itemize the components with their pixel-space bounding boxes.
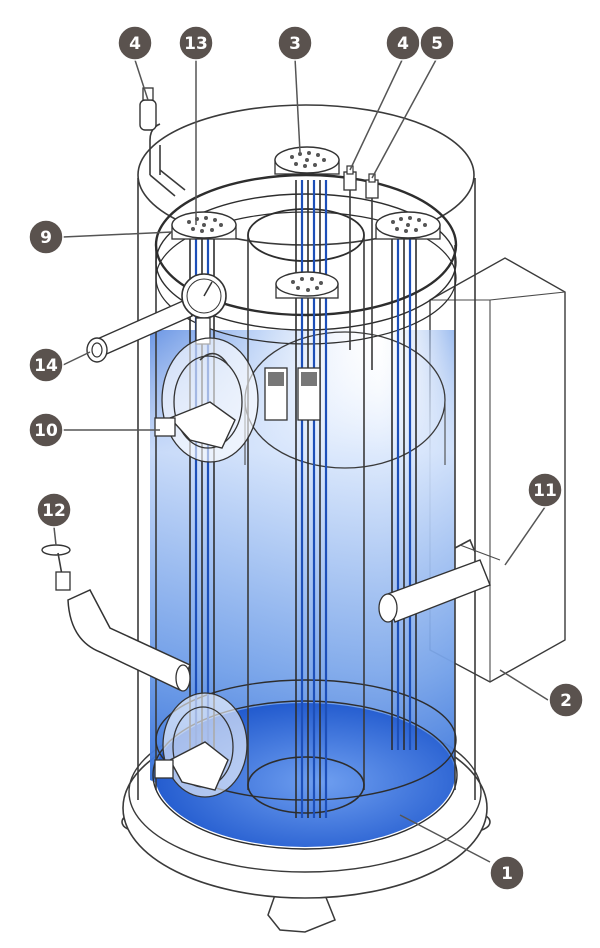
top-flange-center — [274, 146, 340, 175]
callout-9: 9 — [28, 219, 64, 255]
callout-12-label: 12 — [42, 501, 66, 521]
pressure-gauge — [86, 273, 227, 363]
callout-2-label: 2 — [560, 691, 572, 711]
drain-valve-lower — [154, 692, 248, 798]
lower-flange-center — [275, 271, 339, 299]
callout-13-label: 13 — [184, 34, 208, 54]
callout-3: 3 — [277, 25, 313, 61]
overflow-pipe — [378, 538, 501, 623]
central-tube — [247, 208, 365, 814]
outer-cylinder — [137, 104, 476, 800]
callout-1: 1 — [489, 855, 525, 891]
callout-11: 11 — [527, 472, 563, 508]
callout-14: 14 — [28, 347, 64, 383]
callout-13: 13 — [178, 25, 214, 61]
top-flange-left — [171, 211, 237, 240]
callout-4-label: 4 — [397, 34, 409, 54]
rods-left — [189, 230, 215, 760]
callout-12: 12 — [36, 492, 72, 528]
callout-5-label: 5 — [431, 34, 443, 54]
callout-2: 2 — [548, 682, 584, 718]
top-flange-right — [375, 211, 441, 240]
callout-10-label: 10 — [34, 421, 58, 441]
callout-14-label: 14 — [34, 356, 58, 376]
callout-6-label: 4 — [129, 34, 141, 54]
inner-vessel — [154, 173, 458, 801]
callout-1-label: 1 — [501, 864, 513, 884]
probe-4 — [343, 165, 357, 350]
inlet-valve — [41, 544, 191, 692]
callout-10: 10 — [28, 412, 64, 448]
level-switches — [264, 367, 321, 421]
callout-9-label: 9 — [40, 228, 52, 248]
callout-4: 4 — [385, 25, 421, 61]
callout-5: 5 — [419, 25, 455, 61]
vent-valve — [139, 87, 186, 197]
rods-right — [391, 235, 417, 750]
callout-3-label: 3 — [289, 34, 301, 54]
leader-lines — [53, 57, 549, 863]
drain-valve-upper — [154, 337, 259, 463]
callout-6: 4 — [117, 25, 153, 61]
callout-11-label: 11 — [533, 481, 557, 501]
